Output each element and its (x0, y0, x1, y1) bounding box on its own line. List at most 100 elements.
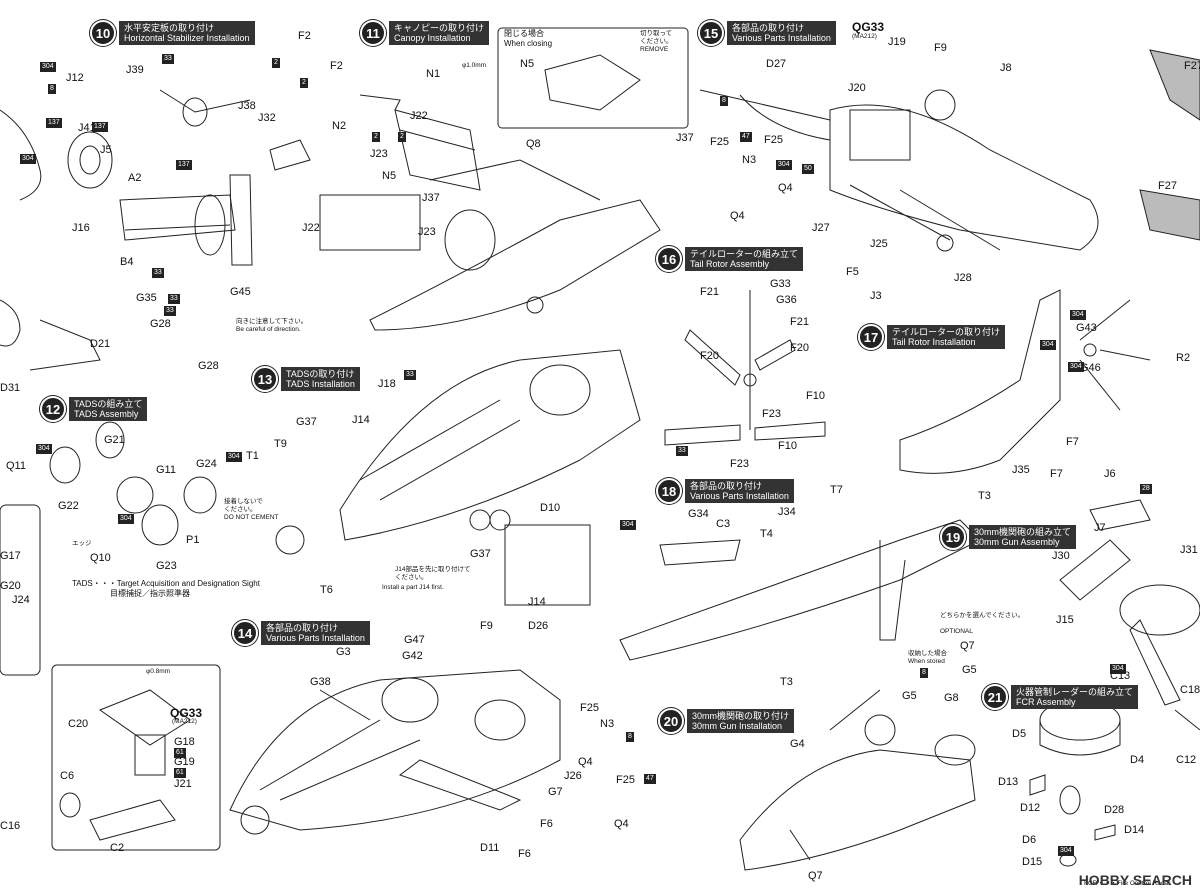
step-title-jp: 30mm機関砲の組み立て (974, 527, 1072, 537)
part-tag: 137 (176, 160, 192, 170)
part-label: N2 (332, 120, 347, 132)
part-label: Q4 (730, 210, 745, 222)
part-label: D28 (1104, 804, 1125, 816)
ma212-label: (MA212) (852, 33, 877, 40)
part-label: G37 (296, 416, 317, 428)
ma212-label: (MA212) (172, 718, 197, 725)
part-tag: 304 (620, 520, 636, 530)
tail-wheel-outline (182, 97, 208, 127)
nocement-note-en: DO NOT CEMENT (224, 514, 279, 521)
part-label: F10 (778, 440, 797, 452)
j14-first-note-en: Install a part J14 first. (382, 584, 444, 591)
part-label: A2 (128, 172, 142, 184)
part-label: G22 (58, 500, 79, 512)
step-number: 21 (982, 684, 1008, 710)
part-tag: 304 (36, 444, 52, 454)
part-label: F21 (790, 316, 809, 328)
part-tag: 304 (20, 154, 36, 164)
stored-note-jp: 収納した場合 (908, 650, 947, 657)
step-number: 17 (858, 324, 884, 350)
part-tag: 28 (1140, 484, 1152, 494)
step-title-en: TADS Installation (286, 379, 355, 389)
part-label: N1 (426, 68, 441, 80)
part-tag: 304 (1068, 362, 1084, 372)
part-tag: 304 (1058, 846, 1074, 856)
part-label: J7 (1094, 522, 1106, 534)
step-number: 15 (698, 20, 724, 46)
step-number: 11 (360, 20, 386, 46)
optional-note-jp: どちらかを選んでください。 (940, 612, 1025, 619)
fuselage-outline-step14 (229, 669, 561, 831)
fuselage-outline-step15 (829, 104, 1099, 251)
part-label: F9 (934, 42, 947, 54)
drill-note: φ0.8mm (146, 668, 171, 675)
gear-leg-outline (29, 319, 101, 371)
part-label: G35 (136, 292, 157, 304)
qg33-label: QG33 (852, 20, 885, 34)
part-label: G21 (104, 434, 125, 446)
part-label: F21 (700, 286, 719, 298)
part-tag: 304 (1110, 664, 1126, 674)
sub-box-left (0, 504, 41, 676)
part-label: D21 (90, 338, 111, 350)
part-label: J28 (954, 272, 972, 284)
part-label: G5 (962, 664, 977, 676)
part-label: T4 (760, 528, 773, 540)
step-title-en: FCR Assembly (1016, 697, 1076, 707)
tail-rotor-blade-2 (754, 421, 826, 441)
part-tag: 61 (174, 748, 186, 758)
part-label: G46 (1080, 362, 1101, 374)
part-label: G8 (944, 692, 959, 704)
direction-note-en: Be careful of direction. (236, 326, 301, 333)
part-label: G24 (196, 458, 217, 470)
part-label: D27 (766, 58, 787, 70)
part-label: J27 (812, 222, 830, 234)
tads-sensor-ball (275, 525, 305, 555)
canopy-detail-box (319, 194, 421, 251)
part-tag: 2 (300, 78, 308, 88)
part-label: J37 (422, 192, 440, 204)
part-label: C18 (1180, 684, 1200, 696)
remove-note-en: REMOVE (640, 46, 669, 53)
step-title-jp: 各部品の取り付け (266, 623, 339, 633)
part-label: Q11 (6, 460, 26, 472)
step-title-en: TADS Assembly (74, 409, 139, 419)
step-number: 18 (656, 478, 682, 504)
tads-part-g22 (49, 446, 81, 484)
part-tag: 137 (46, 118, 62, 128)
part-label: D4 (1130, 754, 1145, 766)
step-title-jp: 30mm機関砲の取り付け (692, 711, 790, 721)
step-number: 16 (656, 246, 682, 272)
part-label: J23 (370, 148, 388, 160)
part-label: G38 (310, 676, 331, 688)
part-tag: 8 (48, 84, 56, 94)
part-label: D31 (0, 382, 21, 394)
part-label: G37 (470, 548, 491, 560)
part-label: F2 (330, 60, 343, 72)
j14-first-note-jp: J14部品を先に取り付けて ください。 (395, 566, 471, 581)
part-label: Q4 (578, 756, 593, 768)
part-label: C16 (0, 820, 21, 832)
part-label: F10 (806, 390, 825, 402)
part-label: G28 (150, 318, 171, 330)
part-label: G7 (548, 786, 563, 798)
part-label: C20 (68, 718, 89, 730)
main-wheel-outline (67, 131, 113, 189)
part-label: G19 (174, 756, 195, 768)
step-title-jp: TADSの組み立て (74, 399, 143, 409)
step-title-en: Horizontal Stabilizer Installation (124, 33, 250, 43)
part-tag: 50 (802, 164, 814, 174)
closing-note-en: When closing (504, 39, 553, 48)
tail-rotor-blade-1 (664, 424, 741, 446)
part-label: D5 (1012, 728, 1027, 740)
part-label: J8 (1000, 62, 1012, 74)
step-title-en: Tail Rotor Assembly (690, 259, 770, 269)
part-label: G23 (156, 560, 177, 572)
part-label: J19 (888, 36, 906, 48)
part-label: F27 (1184, 60, 1200, 72)
optional-note-en: OPTIONAL (940, 628, 973, 635)
part-label: F20 (700, 350, 719, 362)
